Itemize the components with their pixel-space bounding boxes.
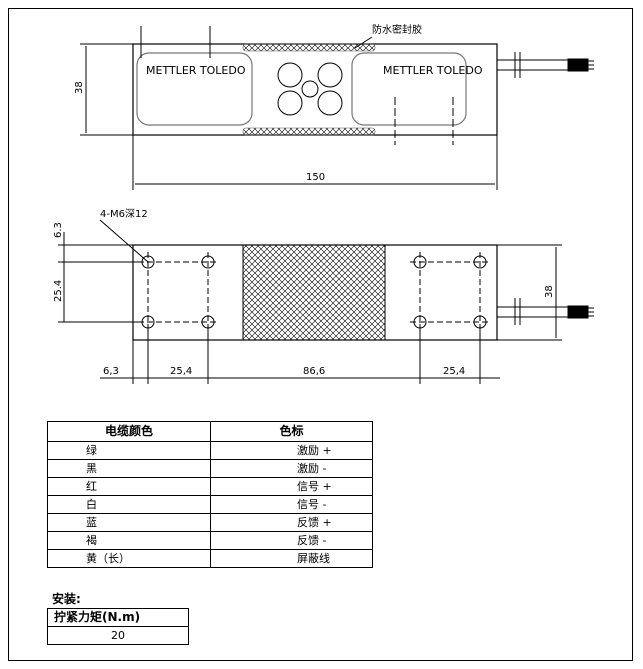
table-row: 红信号 + bbox=[47, 477, 373, 496]
dim-bottom-1: 6,3 bbox=[103, 366, 119, 377]
cell-color: 褐 bbox=[47, 531, 211, 550]
cell-color: 蓝 bbox=[47, 513, 211, 532]
cell-color: 黑 bbox=[47, 459, 211, 478]
table-row: 黑激励 - bbox=[47, 459, 373, 478]
cell-color: 红 bbox=[47, 477, 211, 496]
header-cable-color: 电缆颜色 bbox=[47, 421, 211, 442]
bottom-view: 4-M6深12 6.3 25.4 38 6,3 25,4 86,6 25,4 bbox=[53, 208, 594, 384]
table-header: 电缆颜色 色标 bbox=[47, 421, 373, 442]
strain-area bbox=[242, 244, 386, 341]
torque-table: 拧紧力矩(N.m) 20 bbox=[47, 608, 189, 645]
top-view: METTLER TOLEDO METTLER TOLEDO 防水密封胶 38 1… bbox=[74, 23, 594, 190]
cell-color: 白 bbox=[47, 495, 211, 514]
bone-cutout-icon bbox=[277, 62, 343, 116]
cable-icon bbox=[497, 52, 594, 78]
dim-height-top: 38 bbox=[74, 81, 85, 94]
dim-right-height: 38 bbox=[544, 285, 555, 298]
table-row: 黄（长）屏蔽线 bbox=[47, 549, 373, 568]
dim-left-span: 25.4 bbox=[53, 280, 64, 302]
torque-value: 20 bbox=[47, 626, 189, 645]
wire-color-table: 电缆颜色 色标 绿激励 + 黑激励 - 红信号 + 白信号 - 蓝反馈 + 褐反… bbox=[47, 421, 373, 568]
brand-right: METTLER TOLEDO bbox=[383, 64, 483, 77]
header-function: 色标 bbox=[210, 421, 373, 442]
torque-header: 拧紧力矩(N.m) bbox=[47, 608, 189, 627]
drawing-frame bbox=[8, 8, 633, 661]
cell-color: 绿 bbox=[47, 441, 211, 460]
cell-function: 信号 + bbox=[210, 477, 373, 496]
dim-length: 150 bbox=[306, 172, 325, 183]
cell-function: 激励 - bbox=[210, 459, 373, 478]
table-row: 褐反馈 - bbox=[47, 531, 373, 550]
table-row: 绿激励 + bbox=[47, 441, 373, 460]
cell-function: 信号 - bbox=[210, 495, 373, 514]
dim-bottom-2: 25,4 bbox=[170, 366, 192, 377]
cell-function: 反馈 - bbox=[210, 531, 373, 550]
cell-function: 反馈 + bbox=[210, 513, 373, 532]
seal-label: 防水密封胶 bbox=[372, 23, 422, 36]
dim-bottom-4: 25,4 bbox=[443, 366, 465, 377]
cell-function: 屏蔽线 bbox=[210, 549, 373, 568]
table-row: 蓝反馈 + bbox=[47, 513, 373, 532]
dim-left-top: 6.3 bbox=[53, 222, 64, 238]
mounting-holes-icon bbox=[138, 252, 490, 332]
dim-bottom-3: 86,6 bbox=[303, 366, 325, 377]
install-label: 安装: bbox=[52, 592, 81, 606]
seal-bottom bbox=[242, 127, 376, 136]
table-row: 白信号 - bbox=[47, 495, 373, 514]
seal-top bbox=[242, 43, 376, 52]
brand-left: METTLER TOLEDO bbox=[146, 64, 246, 77]
cell-function: 激励 + bbox=[210, 441, 373, 460]
cell-color: 黄（长） bbox=[47, 549, 211, 568]
hole-label: 4-M6深12 bbox=[100, 208, 148, 220]
